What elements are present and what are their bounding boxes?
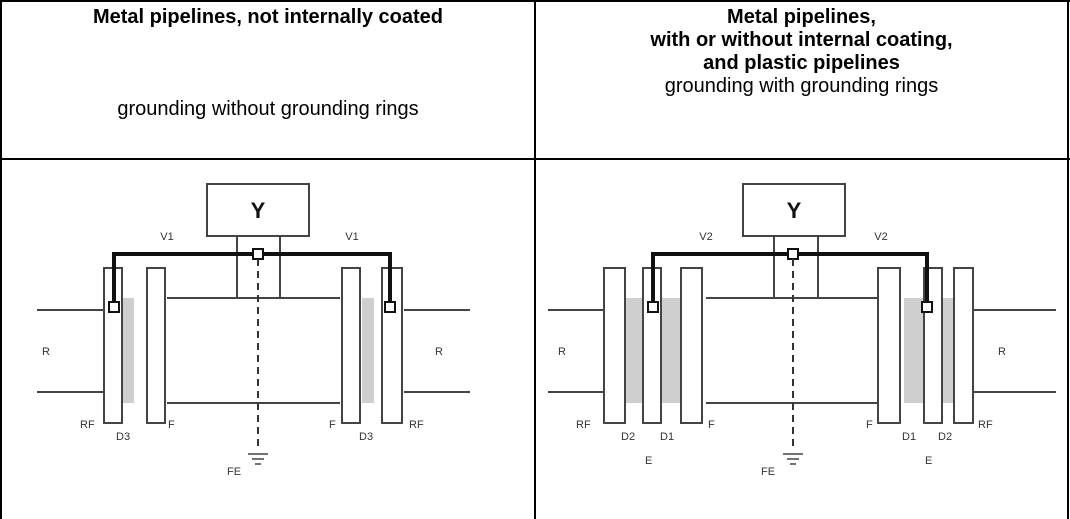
- disc-d2-right: [942, 298, 954, 403]
- table-border-left: [0, 0, 2, 519]
- disc-d3-right: [362, 298, 374, 403]
- disc-label-d2-left: D2: [621, 431, 635, 443]
- flange-label-rf-left: RF: [576, 419, 591, 431]
- disc-d1-right: [904, 298, 924, 403]
- wire-label-left: V2: [699, 231, 712, 243]
- flange-label-rf-right: RF: [409, 419, 424, 431]
- flange-label-rf-right: RF: [978, 419, 993, 431]
- wire-label-left: V1: [160, 231, 173, 243]
- terminal-left: [108, 301, 120, 313]
- table-column-divider: [534, 0, 536, 519]
- right-header-title-line-3: and plastic pipelines: [703, 52, 900, 74]
- left-grounding-diagram: Y V1 V1 R R RF F F RF D3 D3 FE: [37, 183, 470, 478]
- disc-label-d3-left: D3: [116, 431, 130, 443]
- pipe-label-left: R: [558, 346, 566, 358]
- disc-label-d1-left: D1: [660, 431, 674, 443]
- disc-label-d1-right: D1: [902, 431, 916, 443]
- flange-label-f-right: F: [329, 419, 336, 431]
- ground-label: FE: [761, 466, 775, 478]
- pipe-label-right: R: [998, 346, 1006, 358]
- flange-f-right: [341, 267, 361, 424]
- terminal-left: [647, 301, 659, 313]
- disc-d1-left: [661, 298, 681, 403]
- left-header-cell: Metal pipelines, not internally coated g…: [2, 6, 534, 121]
- ring-label-e-left: E: [645, 455, 652, 467]
- disc-d3-left: [122, 298, 134, 403]
- pipe-label-left: R: [42, 346, 50, 358]
- flange-rf-left: [603, 267, 626, 424]
- converter-box-left: [206, 183, 310, 237]
- flange-rf-right: [953, 267, 974, 424]
- terminal-center: [252, 248, 264, 260]
- right-header-cell: Metal pipelines, with or without interna…: [536, 6, 1067, 98]
- ground-label: FE: [227, 466, 241, 478]
- flange-label-rf-left: RF: [80, 419, 95, 431]
- disc-label-d3-right: D3: [359, 431, 373, 443]
- right-header-subtitle: grounding with grounding rings: [664, 75, 939, 97]
- terminal-right: [921, 301, 933, 313]
- disc-d2-left: [625, 298, 643, 403]
- ring-label-e-right: E: [925, 455, 932, 467]
- pipe-label-right: R: [435, 346, 443, 358]
- terminal-right: [384, 301, 396, 313]
- left-header-title: Metal pipelines, not internally coated: [92, 6, 444, 28]
- box-label: Y: [787, 198, 802, 223]
- left-header-subtitle: grounding without grounding rings: [117, 98, 419, 120]
- wire-label-right: V1: [345, 231, 358, 243]
- flange-f-right: [877, 267, 901, 424]
- terminal-center: [787, 248, 799, 260]
- table-border-right: [1067, 0, 1069, 519]
- right-header-title-line-1: Metal pipelines,: [727, 6, 876, 28]
- converter-box-right: [742, 183, 846, 237]
- flange-f-left: [146, 267, 166, 424]
- wire-label-right: V2: [874, 231, 887, 243]
- right-grounding-diagram: Y V2 V2 R R RF F F RF D2 D1 D1 D2 E E FE: [548, 183, 1056, 478]
- right-header-title-line-2: with or without internal coating,: [650, 29, 953, 51]
- box-label: Y: [251, 198, 266, 223]
- flange-label-f-right: F: [866, 419, 873, 431]
- disc-label-d2-right: D2: [938, 431, 952, 443]
- flange-label-f-left: F: [168, 419, 175, 431]
- flange-f-left: [680, 267, 703, 424]
- flange-label-f-left: F: [708, 419, 715, 431]
